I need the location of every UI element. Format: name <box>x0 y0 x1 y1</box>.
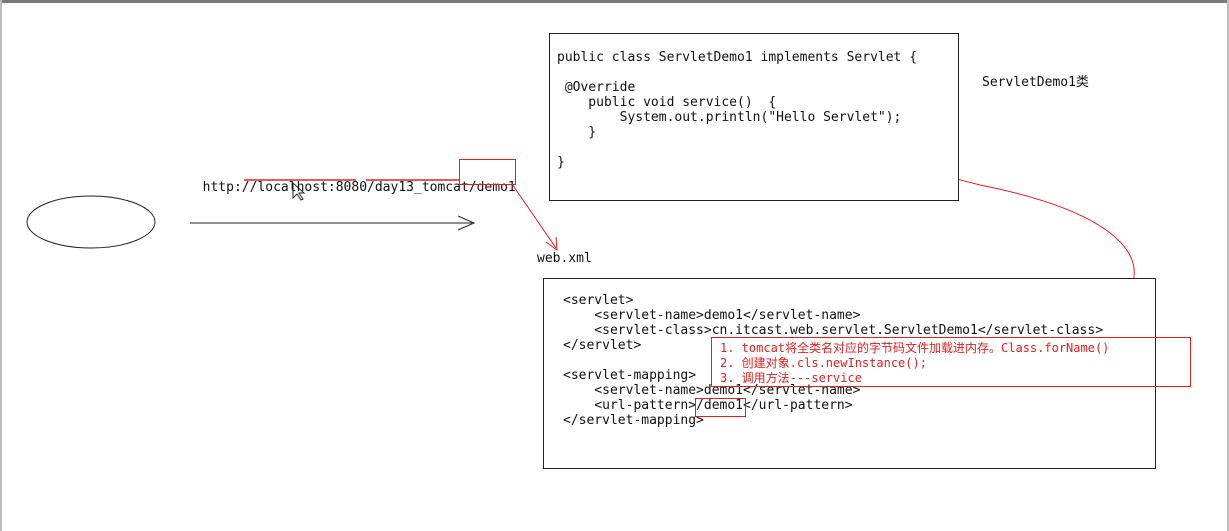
servlet-class-box <box>549 33 959 201</box>
url-pattern-highlight <box>695 398 746 417</box>
url-separator: / <box>367 180 375 195</box>
webxml-code-line: <servlet-name>demo1</servlet-name> <box>563 308 861 323</box>
class-label: ServletDemo1类 <box>982 75 1089 90</box>
webxml-code-line: <servlet> <box>563 293 634 308</box>
client-ellipse <box>26 195 156 249</box>
url-resource: demo1 <box>476 180 516 195</box>
webxml-code-line: </servlet> <box>563 338 642 353</box>
loading-steps-box <box>711 337 1191 387</box>
mouse-cursor <box>292 182 306 201</box>
webxml-code-line: </servlet-mapping> <box>563 413 704 428</box>
loading-step-1: 1. tomcat将全类名对应的字节码文件加载进内存。Class.forName… <box>720 341 1110 355</box>
servlet-code-line: public void service() { <box>557 95 777 110</box>
url-host: localhost:8080 <box>257 180 368 195</box>
left-frame-edge <box>0 0 2 531</box>
url-context-path: day13_tomcat <box>374 180 469 195</box>
window-top-border <box>0 0 1229 3</box>
webxml-code-line: <servlet-class>cn.itcast.web.servlet.Ser… <box>563 323 1104 338</box>
url-prefix: http:// <box>202 180 258 195</box>
servlet-code-line: System.out.println("Hello Servlet"); <box>557 110 902 125</box>
url-separator: / <box>468 180 477 195</box>
loading-step-3: 3. 调用方法---service <box>720 371 862 385</box>
url-to-webxml-arrowhead <box>545 236 558 252</box>
webxml-code-line: <url-pattern>/demo1</url-pattern> <box>563 398 853 413</box>
request-arrowhead <box>457 215 476 231</box>
right-frame-edge <box>1227 0 1229 531</box>
webxml-box <box>543 278 1156 469</box>
servlet-code-line: @Override <box>557 80 636 95</box>
servlet-code-line: public class ServletDemo1 implements Ser… <box>557 50 918 65</box>
url-to-webxml-arrow <box>511 183 557 249</box>
url-resource-highlight <box>459 159 516 185</box>
servlet-code-line: } <box>557 125 597 140</box>
webxml-code-line: <servlet-mapping> <box>563 368 697 383</box>
webxml-label: web.xml <box>537 251 592 266</box>
request-url: http://localhost:8080/day13_tomcat/demo1 <box>187 165 516 195</box>
servlet-code-line: } <box>557 155 565 170</box>
loading-step-2: 2. 创建对象.cls.newInstance(); <box>720 356 927 370</box>
